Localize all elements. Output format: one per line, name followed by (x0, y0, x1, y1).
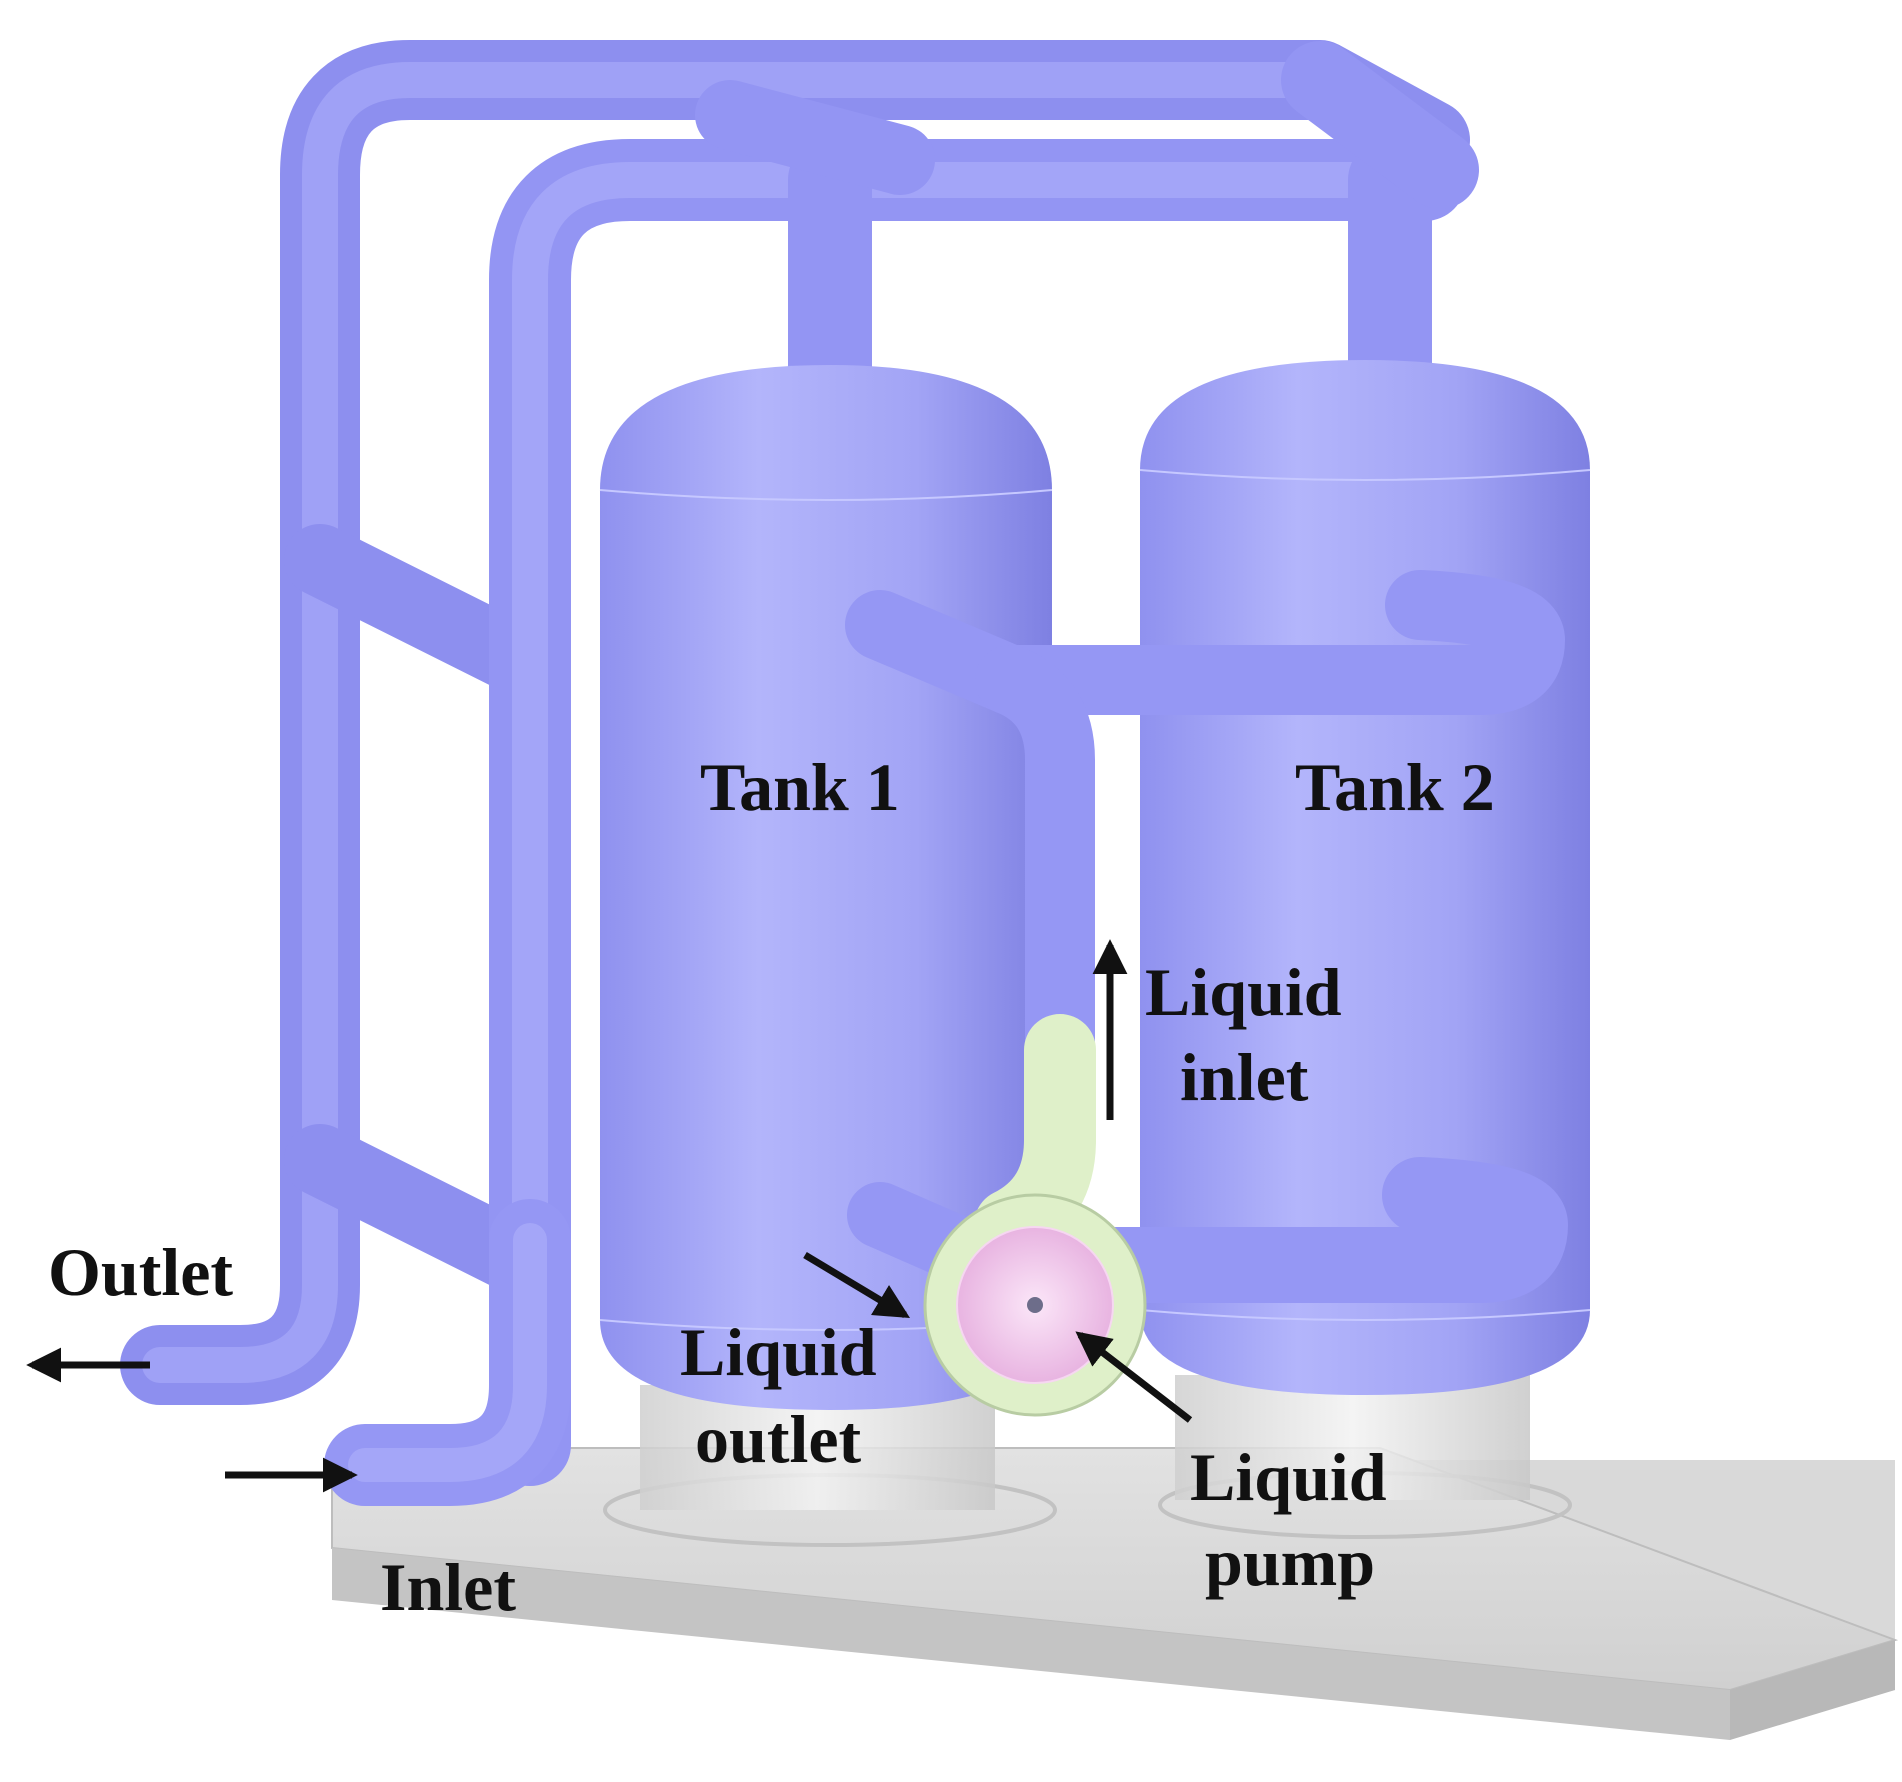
base-platform (331, 1447, 1899, 1740)
liquid-outlet-arrow-icon (803, 1251, 911, 1319)
liquid-pump-label-line2: pump (1205, 1524, 1375, 1600)
liquid-inlet-label-line2: inlet (1180, 1039, 1309, 1115)
outlet-label: Outlet (48, 1234, 233, 1310)
tank-2-label: Tank 2 (1295, 749, 1495, 825)
liquid-pump-arrow-icon (1075, 1331, 1193, 1423)
liquid-inlet-label-line1: Liquid (1145, 954, 1342, 1030)
back-pipe-loop (120, 40, 1470, 1405)
liquid-outlet-label-line2: outlet (695, 1401, 862, 1477)
upper-liquid-pipe (845, 570, 1565, 1085)
tank-supports (603, 1375, 1572, 1547)
top-header-pipes (489, 41, 1479, 1486)
liquid-pump-label-line1: Liquid (1190, 1439, 1387, 1515)
tank-1-label: Tank 1 (700, 749, 900, 825)
liquid-outlet-label-line1: Liquid (680, 1314, 877, 1390)
inlet-pipe (324, 1199, 571, 1506)
flow-arrows (26, 939, 1193, 1493)
inlet-label: Inlet (380, 1549, 516, 1625)
